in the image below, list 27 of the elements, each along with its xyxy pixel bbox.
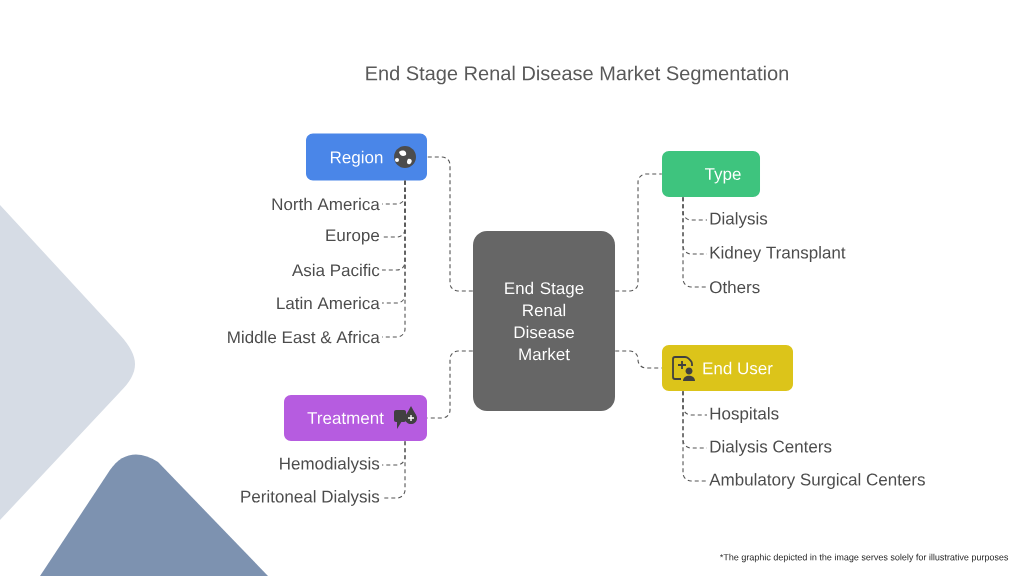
segment-label: Ambulatory Surgical Centers xyxy=(709,473,925,489)
footnote: *The graphic depicted in the image serves solely for illustrative purposes xyxy=(719,553,1009,563)
segment-label: Kidney Transplant xyxy=(710,246,846,262)
segment-label: Latin America xyxy=(277,296,380,310)
segment-label: Peritoneal Dialysis xyxy=(241,490,380,506)
connector xyxy=(426,156,474,292)
connector xyxy=(614,173,663,292)
segment-label: Hemodialysis xyxy=(280,457,380,473)
segment-label: Middle East & Africa xyxy=(228,330,380,344)
segment-label: Dialysis Centers xyxy=(710,440,832,456)
segment-label: Asia Pacific xyxy=(291,263,380,277)
segment-label: North America xyxy=(272,197,380,211)
segment-label: Others xyxy=(710,280,760,294)
category-box: Type xyxy=(662,151,760,197)
segment-label: Dialysis xyxy=(710,212,768,228)
category-box: Treatment xyxy=(284,395,427,441)
category-box: End User xyxy=(662,345,793,391)
connector xyxy=(682,196,708,288)
connector xyxy=(614,350,663,369)
connector xyxy=(426,350,474,419)
title: End Stage Renal Disease Market Segmentation xyxy=(366,65,788,85)
category-box: Region xyxy=(306,133,427,181)
segment-label: Europe xyxy=(326,229,380,245)
connector xyxy=(381,180,406,338)
segment-label: Hospitals xyxy=(710,407,779,423)
center-box: End Stage Renal Disease Market xyxy=(473,231,615,411)
connector xyxy=(682,390,708,482)
